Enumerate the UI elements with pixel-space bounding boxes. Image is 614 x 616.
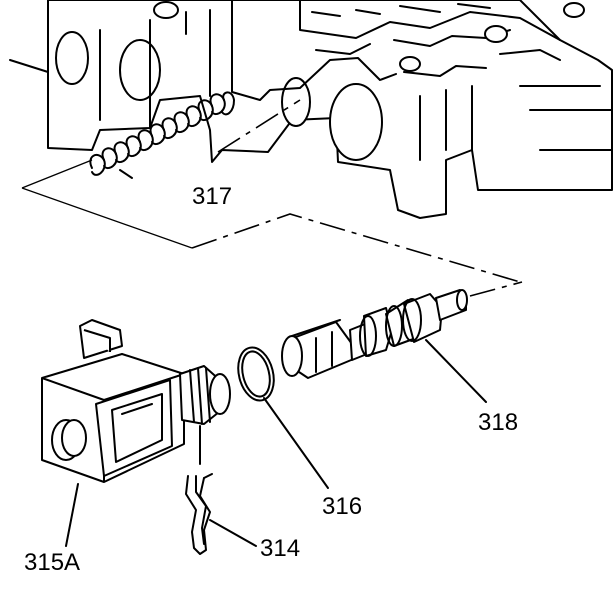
callout-316: 316	[322, 493, 362, 520]
callout-315a: 315A	[24, 549, 80, 576]
o-ring-seal-316	[237, 346, 275, 402]
valve-318	[281, 289, 468, 379]
callout-317: 317	[192, 183, 232, 210]
mounting-plane-outline	[21, 99, 521, 283]
retainer-clip-314	[185, 473, 213, 555]
callout-318: 318	[478, 409, 518, 436]
callout-314: 314	[260, 535, 300, 562]
solenoid-315a	[41, 319, 231, 483]
spring-317	[89, 91, 235, 179]
valve-body-casting	[9, 0, 613, 219]
